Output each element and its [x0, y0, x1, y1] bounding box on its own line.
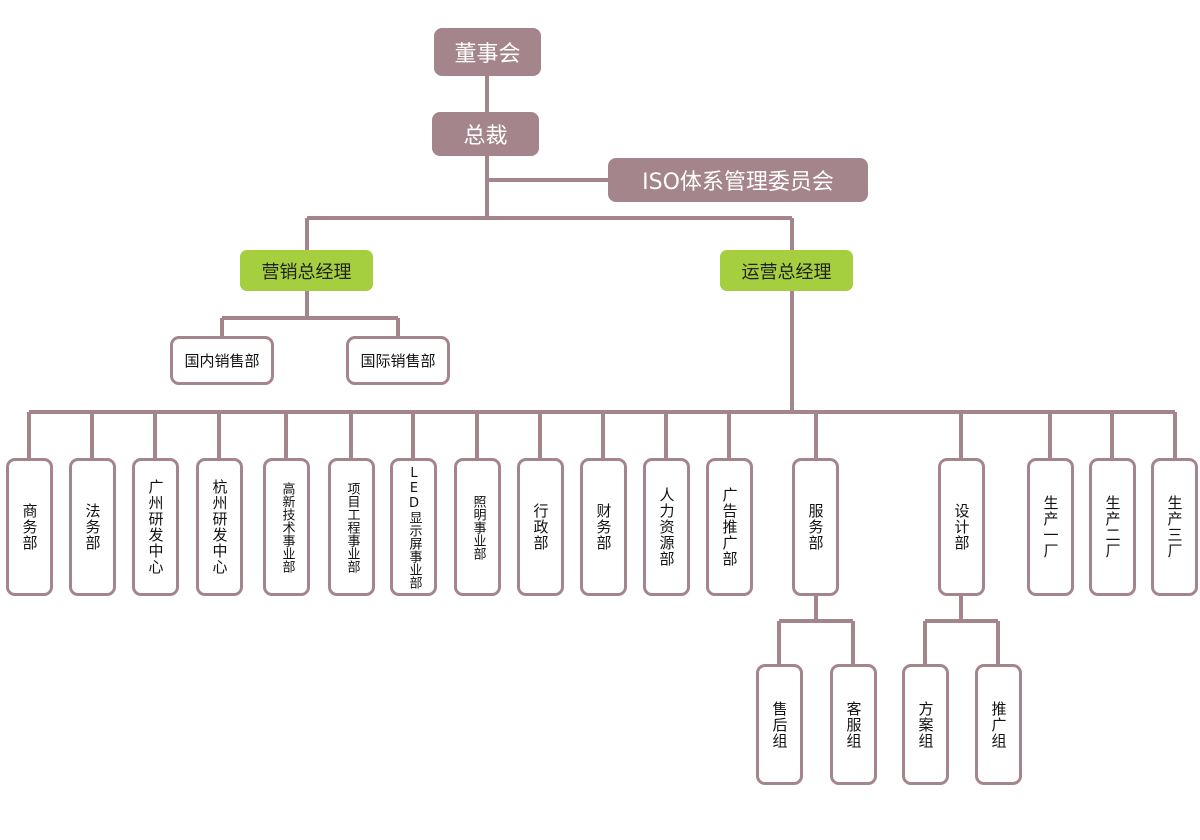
- department-label: 项目工程事业部: [344, 481, 360, 573]
- department-node-legal: 法务部: [69, 458, 116, 596]
- department-label: 设计部: [952, 503, 971, 551]
- department-node-advertising: 广告推广部: [706, 458, 753, 596]
- department-label: 生产二厂: [1103, 495, 1122, 559]
- department-label: 财务部: [594, 503, 613, 551]
- president-label: 总裁: [463, 124, 508, 149]
- department-node-hitech: 高新技术事业部: [263, 458, 310, 596]
- domestic-sales-label: 国内销售部: [184, 352, 260, 370]
- department-label: 生产一厂: [1041, 495, 1060, 559]
- department-node-finance: 财务部: [580, 458, 627, 596]
- department-node-led-display: LED显示屏事业部: [390, 458, 437, 596]
- iso-committee-node: ISO体系管理委员会: [608, 158, 868, 202]
- operations-manager-node: 运营总经理: [720, 250, 853, 291]
- department-node-factory-3: 生产三厂: [1151, 458, 1198, 596]
- group-label: 方案组: [916, 700, 935, 749]
- department-label: 广告推广部: [720, 487, 739, 567]
- president-node: 总裁: [432, 112, 539, 156]
- marketing-manager-node: 营销总经理: [240, 250, 373, 291]
- group-label: 推广组: [989, 700, 1008, 749]
- department-node-business: 商务部: [6, 458, 53, 596]
- department-node-project-engineering: 项目工程事业部: [328, 458, 375, 596]
- group-label: 售后组: [770, 700, 789, 749]
- department-label: 照明事业部: [470, 494, 486, 560]
- department-label: 行政部: [531, 503, 550, 551]
- department-node-design: 设计部: [938, 458, 985, 596]
- group-node-customer-service: 客服组: [830, 664, 877, 785]
- department-label: 服务部: [806, 503, 825, 551]
- department-node-human-resources: 人力资源部: [643, 458, 690, 596]
- department-node-lighting: 照明事业部: [454, 458, 501, 596]
- group-node-solutions: 方案组: [902, 664, 949, 785]
- department-label: 杭州研发中心: [210, 479, 229, 575]
- group-label: 客服组: [844, 700, 863, 749]
- department-node-factory-2: 生产二厂: [1089, 458, 1136, 596]
- board-node: 董事会: [434, 28, 541, 76]
- department-node-hangzhou-rd: 杭州研发中心: [196, 458, 243, 596]
- department-label: 高新技术事业部: [279, 481, 295, 573]
- department-label: LED显示屏事业部: [406, 465, 422, 589]
- department-node-factory-1: 生产一厂: [1027, 458, 1074, 596]
- department-label: 人力资源部: [657, 487, 676, 567]
- group-node-promotion: 推广组: [975, 664, 1022, 785]
- department-node-guangzhou-rd: 广州研发中心: [132, 458, 179, 596]
- international-sales-node: 国际销售部: [346, 336, 450, 385]
- department-label: 商务部: [20, 503, 39, 551]
- department-label: 生产三厂: [1165, 495, 1184, 559]
- department-node-administration: 行政部: [517, 458, 564, 596]
- domestic-sales-node: 国内销售部: [170, 336, 274, 385]
- international-sales-label: 国际销售部: [360, 352, 436, 370]
- department-node-service: 服务部: [792, 458, 839, 596]
- iso-committee-label: ISO体系管理委员会: [642, 170, 834, 195]
- group-node-after-sales: 售后组: [756, 664, 803, 785]
- board-label: 董事会: [454, 42, 521, 67]
- marketing-manager-label: 营销总经理: [261, 261, 352, 283]
- operations-manager-label: 运营总经理: [741, 261, 832, 283]
- department-label: 法务部: [83, 503, 102, 551]
- department-label: 广州研发中心: [146, 479, 165, 575]
